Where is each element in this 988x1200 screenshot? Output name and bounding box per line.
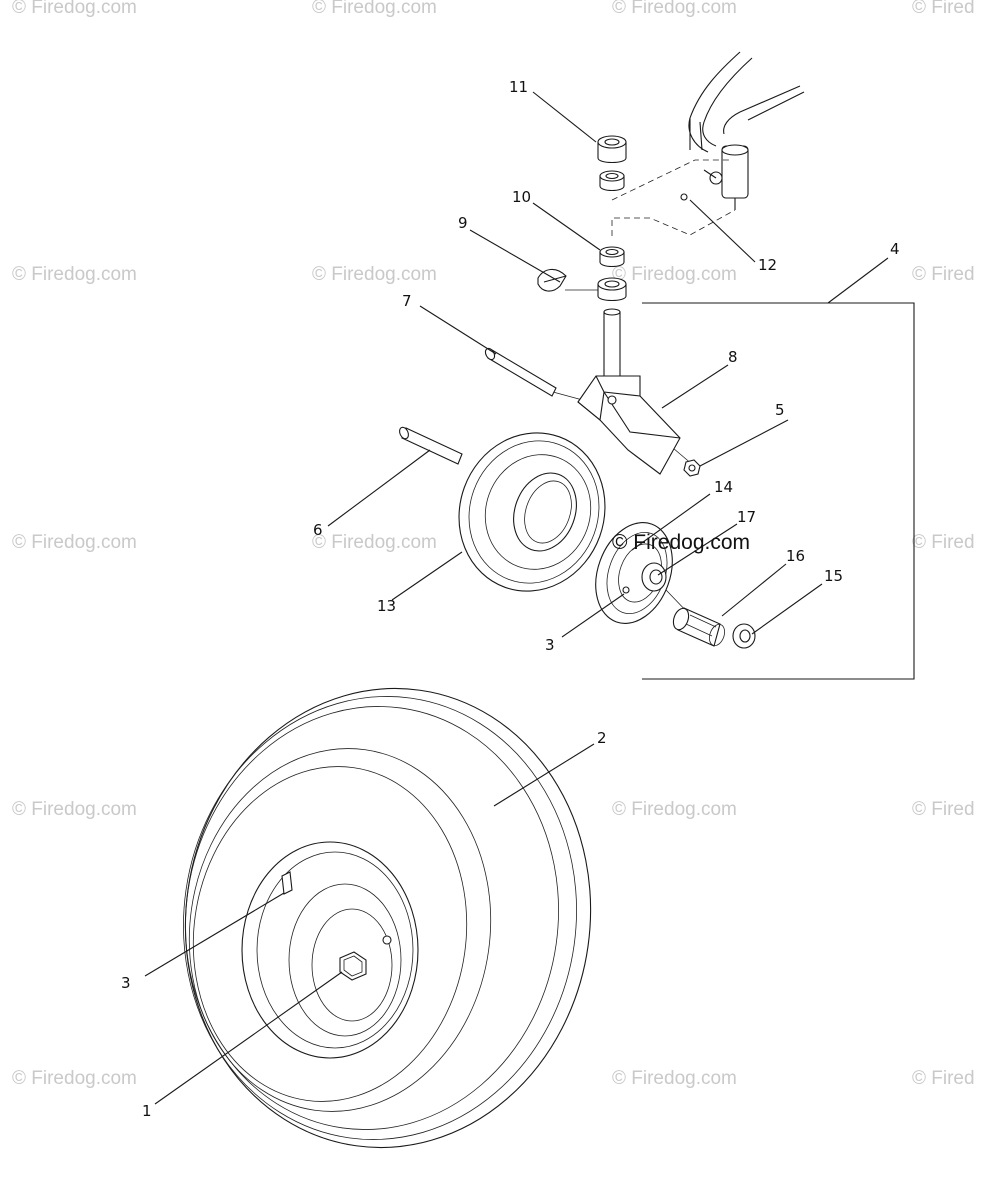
watermark: © Fired	[912, 532, 975, 553]
caster-fork	[577, 308, 681, 475]
leader-lines	[144, 91, 889, 1105]
spacer-tube	[399, 426, 463, 465]
group-bracket	[642, 302, 915, 680]
watermark: © Fired	[912, 264, 975, 285]
callout-10: 10	[512, 188, 531, 206]
watermark: © Firedog.com	[12, 1068, 137, 1089]
callout-17: 17	[737, 508, 756, 526]
callout-11: 11	[509, 78, 528, 96]
caster-rim	[595, 522, 673, 624]
callout-3-lower: 3	[121, 974, 131, 992]
callout-7: 7	[402, 292, 412, 310]
watermark: © Fired	[912, 799, 975, 820]
callout-9: 9	[458, 214, 468, 232]
watermark: © Firedog.com	[312, 0, 437, 18]
watermark: © Firedog.com	[612, 264, 737, 285]
watermark: © Fired	[912, 0, 975, 18]
drive-tire	[183, 687, 592, 1149]
deck-frame	[680, 51, 805, 210]
callout-labels: 11 10 9 7 8 5 12 4 6 13 14 17 16 15 3 2 …	[121, 78, 900, 1120]
callout-15: 15	[824, 567, 843, 585]
callout-14: 14	[714, 478, 733, 496]
watermark: © Firedog.com	[312, 532, 437, 553]
watermark: © Firedog.com	[12, 799, 137, 820]
watermark: © Firedog.com	[12, 264, 137, 285]
callout-4: 4	[890, 240, 900, 258]
callout-13: 13	[377, 597, 396, 615]
hairpin-clip	[537, 268, 567, 292]
watermark: © Firedog.com	[612, 1068, 737, 1089]
nut	[683, 459, 701, 477]
watermark: © Firedog.com	[12, 532, 137, 553]
watermark: © Fired	[912, 1068, 975, 1089]
axle-bolt	[484, 347, 557, 397]
watermark: © Firedog.com	[312, 264, 437, 285]
roller-bearing	[672, 607, 725, 647]
callout-12: 12	[758, 256, 777, 274]
callout-5: 5	[775, 401, 785, 419]
washer	[732, 623, 756, 649]
callout-8: 8	[728, 348, 738, 366]
watermark-layer: © Firedog.com © Firedog.com © Firedog.co…	[12, 0, 975, 1089]
bushing-lower	[597, 246, 627, 302]
callout-2: 2	[597, 729, 607, 747]
callout-16: 16	[786, 547, 805, 565]
overlay-watermark: © Firedog.com	[612, 531, 750, 554]
watermark: © Firedog.com	[12, 0, 137, 18]
watermark: © Firedog.com	[612, 0, 737, 18]
callout-3-upper: 3	[545, 636, 555, 654]
watermark: © Firedog.com	[612, 799, 737, 820]
caster-tire	[458, 432, 606, 592]
callout-6: 6	[313, 521, 323, 539]
callout-1: 1	[142, 1102, 152, 1120]
bushing-upper	[597, 135, 627, 192]
